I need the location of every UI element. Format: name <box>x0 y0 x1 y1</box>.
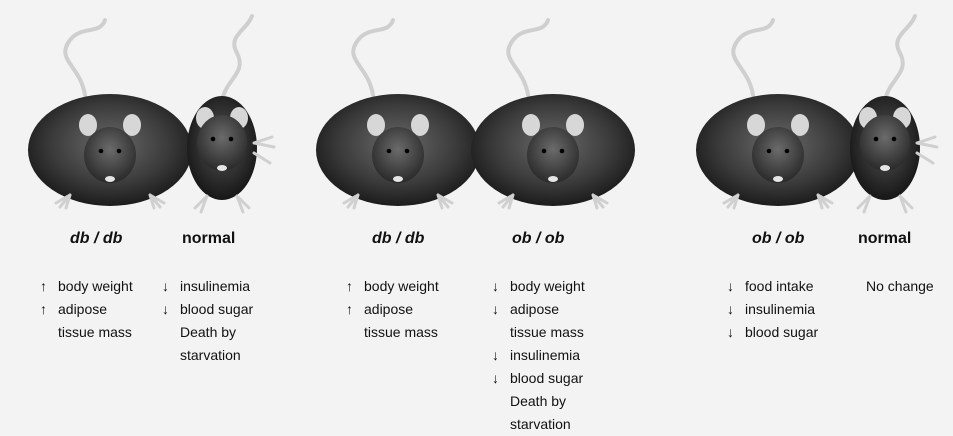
effect-item: tissue mass <box>40 321 133 344</box>
effect-item: ↓blood sugar <box>727 321 818 344</box>
mouse-ob-ob <box>696 20 860 208</box>
genotype-label: ob / ob <box>512 230 564 248</box>
effect-item: tissue mass <box>346 321 439 344</box>
effect-text: Death by <box>492 393 566 409</box>
effect-text: body weight <box>510 278 585 294</box>
effect-item: ↓blood sugar <box>162 298 253 321</box>
effect-item: ↓insulinemia <box>162 275 253 298</box>
effect-text: adipose <box>510 301 559 317</box>
effect-item: Death by <box>162 321 253 344</box>
effect-text: insulinemia <box>180 278 250 294</box>
effect-text: blood sugar <box>510 370 583 386</box>
effect-text: body weight <box>58 278 133 294</box>
effect-text: starvation <box>492 416 571 432</box>
effect-text: insulinemia <box>510 347 580 363</box>
effect-item: ↑adipose <box>40 298 133 321</box>
effect-item: ↓insulinemia <box>492 344 585 367</box>
effect-text: blood sugar <box>745 324 818 340</box>
down-arrow-icon: ↓ <box>727 275 745 298</box>
effect-text: adipose <box>364 301 413 317</box>
effect-item: ↑adipose <box>346 298 439 321</box>
effect-text: tissue mass <box>492 324 584 340</box>
effect-item: Death by <box>492 390 585 413</box>
effect-item: ↓adipose <box>492 298 585 321</box>
down-arrow-icon: ↓ <box>727 321 745 344</box>
down-arrow-icon: ↓ <box>727 298 745 321</box>
effect-text: starvation <box>162 347 241 363</box>
effects-list: ↓insulinemia↓blood sugarDeath bystarvati… <box>162 275 253 367</box>
effects-list: ↓food intake↓insulinemia↓blood sugar <box>727 275 818 344</box>
down-arrow-icon: ↓ <box>162 275 180 298</box>
mouse-db-db <box>316 20 480 208</box>
genotype-label: db / db <box>70 230 122 248</box>
effect-item: tissue mass <box>492 321 585 344</box>
effect-text: insulinemia <box>745 301 815 317</box>
effects-list: ↓body weight↓adiposetissue mass↓insuline… <box>492 275 585 436</box>
up-arrow-icon: ↑ <box>346 275 364 298</box>
effects-list: ↑body weight↑adiposetissue mass <box>346 275 439 344</box>
effect-text: food intake <box>745 278 814 294</box>
mouse-ob-ob <box>471 20 635 208</box>
effect-text: Death by <box>162 324 236 340</box>
genotype-label: normal <box>182 230 235 248</box>
effect-text: No change <box>848 278 934 294</box>
mouse-normal <box>850 16 937 212</box>
effect-item: No change <box>848 275 934 298</box>
genotype-label: normal <box>858 230 911 248</box>
mouse-normal <box>187 16 274 212</box>
down-arrow-icon: ↓ <box>162 298 180 321</box>
genotype-label: ob / ob <box>752 230 804 248</box>
effect-item: starvation <box>492 413 585 436</box>
down-arrow-icon: ↓ <box>492 275 510 298</box>
effect-text: body weight <box>364 278 439 294</box>
down-arrow-icon: ↓ <box>492 344 510 367</box>
mouse-db-db <box>28 20 192 208</box>
genotype-label: db / db <box>372 230 424 248</box>
effect-text: tissue mass <box>40 324 132 340</box>
effect-item: ↓blood sugar <box>492 367 585 390</box>
up-arrow-icon: ↑ <box>40 275 58 298</box>
effect-item: ↓insulinemia <box>727 298 818 321</box>
effect-text: adipose <box>58 301 107 317</box>
effect-item: ↑body weight <box>346 275 439 298</box>
effects-list: ↑body weight↑adiposetissue mass <box>40 275 133 344</box>
effect-item: starvation <box>162 344 253 367</box>
effect-item: ↓food intake <box>727 275 818 298</box>
down-arrow-icon: ↓ <box>492 298 510 321</box>
effect-text: tissue mass <box>346 324 438 340</box>
up-arrow-icon: ↑ <box>346 298 364 321</box>
down-arrow-icon: ↓ <box>492 367 510 390</box>
effect-item: ↑body weight <box>40 275 133 298</box>
up-arrow-icon: ↑ <box>40 298 58 321</box>
effect-text: blood sugar <box>180 301 253 317</box>
effects-list: No change <box>848 275 934 298</box>
effect-item: ↓body weight <box>492 275 585 298</box>
